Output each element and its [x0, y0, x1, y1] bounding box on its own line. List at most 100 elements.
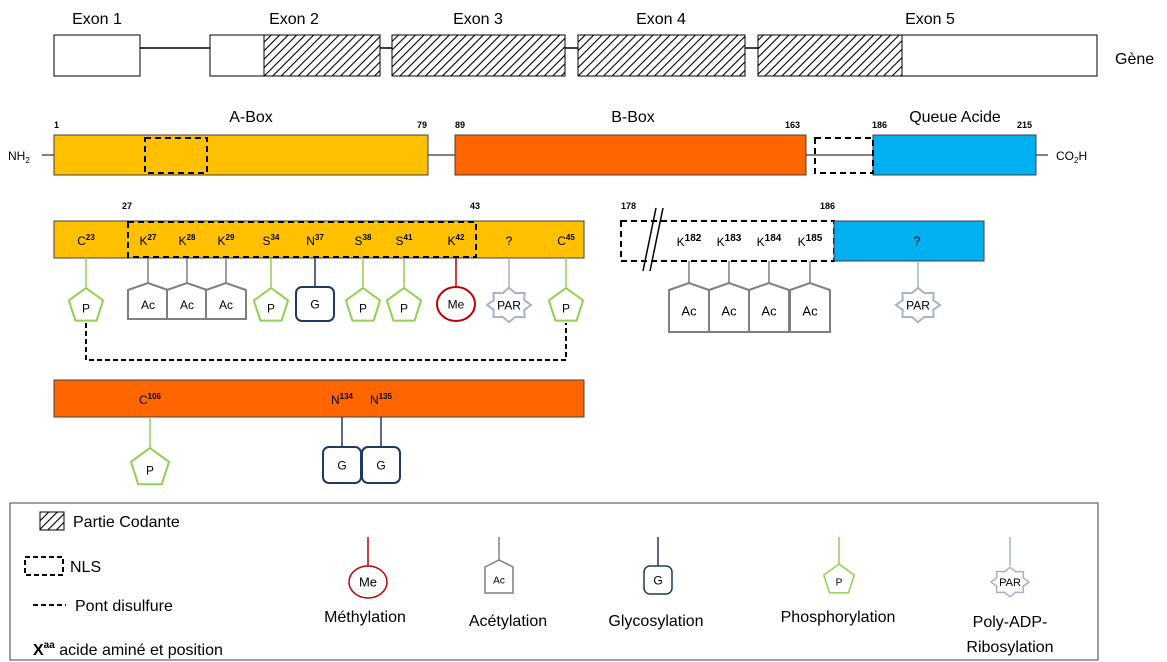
glycosylation-badge: G — [295, 286, 335, 322]
exon-4-label: Exon 4 — [636, 11, 686, 28]
position-label: 186 — [872, 120, 887, 130]
acetylation-badge-label: Ac — [802, 304, 818, 319]
bbox-domain — [454, 134, 807, 176]
glycosylation-badge-label: G — [337, 458, 346, 472]
disulfide-bridge — [85, 323, 567, 361]
exon-1-box — [53, 34, 141, 77]
phosphorylation-badge-label: P — [359, 301, 367, 315]
ellipse-shape — [436, 286, 476, 322]
protein-row: A-Box B-Box Queue Acide 1 79 89 163 186 … — [8, 109, 1087, 176]
pentagon-shape — [344, 286, 382, 322]
acetylation-badge-label: Ac — [180, 298, 194, 312]
acid-tail-domain — [872, 134, 1037, 176]
residue-label: S41 — [396, 233, 413, 248]
unknown-residue: ? — [914, 234, 921, 248]
legend-methylation-label: Méthylation — [324, 609, 406, 626]
pentagon-shape — [67, 286, 105, 322]
glycosylation-badge-label: G — [310, 297, 319, 311]
acid-detail-bar — [833, 220, 985, 262]
pentagon-shape — [385, 286, 423, 322]
pentagon-shape — [547, 286, 585, 322]
pentagon-shape — [252, 286, 290, 322]
bbox-detail-bar — [53, 379, 585, 418]
residue-label: K184 — [757, 233, 782, 249]
parylation-badge-label: PAR — [497, 298, 521, 312]
residue-label: S34 — [263, 233, 280, 248]
acetylation-badge: Ac — [127, 281, 169, 320]
legend-nls-label: NLS — [70, 559, 101, 576]
bbox-label: B-Box — [611, 109, 655, 126]
legend: Partie Codante NLS Pont disulfure Xaa ac… — [9, 502, 1099, 661]
acetylation-badge: Ac — [668, 281, 710, 333]
parylation-badge-label: PAR — [906, 298, 930, 312]
parylation-badge: PAR — [989, 566, 1031, 598]
bbox-detail: C106 N134 N135 P G G — [53, 379, 585, 486]
star-shape — [894, 286, 942, 324]
legend-frame — [9, 502, 1099, 661]
phosphorylation-badge-label: P — [836, 578, 843, 589]
parylation-badge: PAR — [894, 286, 942, 324]
residue-label: K27 — [140, 233, 157, 248]
legend-parylation-label-1: Poly-ADP- — [973, 614, 1048, 631]
gene-row: Exon 1 Exon 2 Exon 3 Exon 4 Exon 5 Gène — [53, 11, 1154, 77]
residue-label: N135 — [370, 392, 393, 407]
residue-label: K29 — [218, 233, 235, 248]
phosphorylation-badge-label: P — [400, 301, 408, 315]
acetylation-badge-label: Ac — [761, 304, 777, 319]
glycosylation-badge-label: G — [376, 458, 385, 472]
legend-nls-swatch — [24, 556, 64, 576]
phosphorylation-badge: P — [344, 286, 382, 322]
legend-glycosylation-label: Glycosylation — [608, 613, 703, 630]
exon-2-coding — [263, 34, 381, 77]
parylation-badge-label: PAR — [999, 577, 1021, 589]
legend-coding-label: Partie Codante — [73, 514, 180, 531]
residue-label: C45 — [557, 233, 575, 248]
position-label: 215 — [1017, 120, 1032, 130]
gene-label: Gène — [1115, 51, 1154, 68]
phosphorylation-badge: P — [385, 286, 423, 322]
position-label: 1 — [54, 120, 59, 130]
pentagon-shape — [822, 563, 856, 594]
glycosylation-badge: G — [643, 565, 673, 595]
residue-label: C106 — [139, 392, 162, 407]
phosphorylation-badge: P — [129, 446, 171, 486]
rounded-square-shape — [643, 565, 673, 595]
abox-detail-bar — [53, 220, 585, 259]
acetylation-badge-label: Ac — [681, 304, 697, 319]
legend-disulfide-label: Pont disulfure — [75, 598, 173, 615]
acetylation-badge: Ac — [205, 281, 247, 320]
exon-4-coding — [577, 34, 746, 77]
glycosylation-badge: G — [322, 446, 362, 484]
residue-label: N134 — [331, 392, 354, 407]
acetylation-badge-label: Ac — [493, 576, 505, 587]
star-shape — [989, 566, 1031, 598]
residue-label: K28 — [179, 233, 196, 248]
methylation-badge-label: Me — [448, 297, 465, 311]
nls-box — [127, 221, 477, 258]
phosphorylation-badge-label: P — [562, 301, 570, 315]
exon-2-label: Exon 2 — [269, 11, 319, 28]
phosphorylation-badge-label: P — [82, 301, 90, 315]
acetylation-badge: Ac — [166, 281, 208, 320]
nls-box — [814, 137, 874, 174]
exon-5-label: Exon 5 — [905, 11, 955, 28]
acetylation-badge-label: Ac — [141, 298, 155, 312]
residue-labels: C106 N134 N135 — [139, 392, 393, 407]
n-terminus-label: NH2 — [8, 149, 30, 165]
exon-3-label: Exon 3 — [453, 11, 503, 28]
legend-coding-swatch — [39, 511, 65, 531]
abox-label: A-Box — [229, 109, 273, 126]
position-label: 178 — [621, 201, 636, 211]
rounded-square-shape — [295, 286, 335, 322]
house-shape — [789, 281, 831, 333]
acetylation-badge: Ac — [484, 559, 514, 594]
star-shape — [485, 286, 533, 324]
phosphorylation-badge-label: P — [146, 463, 154, 477]
acetylation-badge-label: Ac — [219, 298, 233, 312]
